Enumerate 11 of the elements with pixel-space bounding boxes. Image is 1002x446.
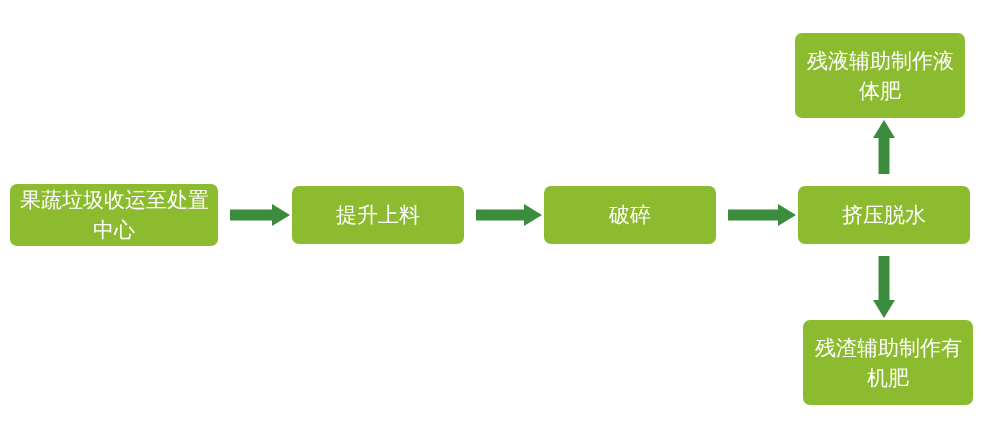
arrow	[873, 256, 895, 318]
arrow	[728, 204, 796, 226]
arrow	[476, 204, 542, 226]
process-box: 果蔬垃圾收运至处置中心	[10, 184, 218, 246]
arrow	[230, 204, 290, 226]
process-box: 残液辅助制作液体肥	[795, 33, 965, 118]
process-box: 挤压脱水	[798, 186, 970, 244]
process-box: 破碎	[544, 186, 716, 244]
process-box: 提升上料	[292, 186, 464, 244]
process-box: 残渣辅助制作有机肥	[803, 320, 973, 405]
arrow	[873, 120, 895, 174]
